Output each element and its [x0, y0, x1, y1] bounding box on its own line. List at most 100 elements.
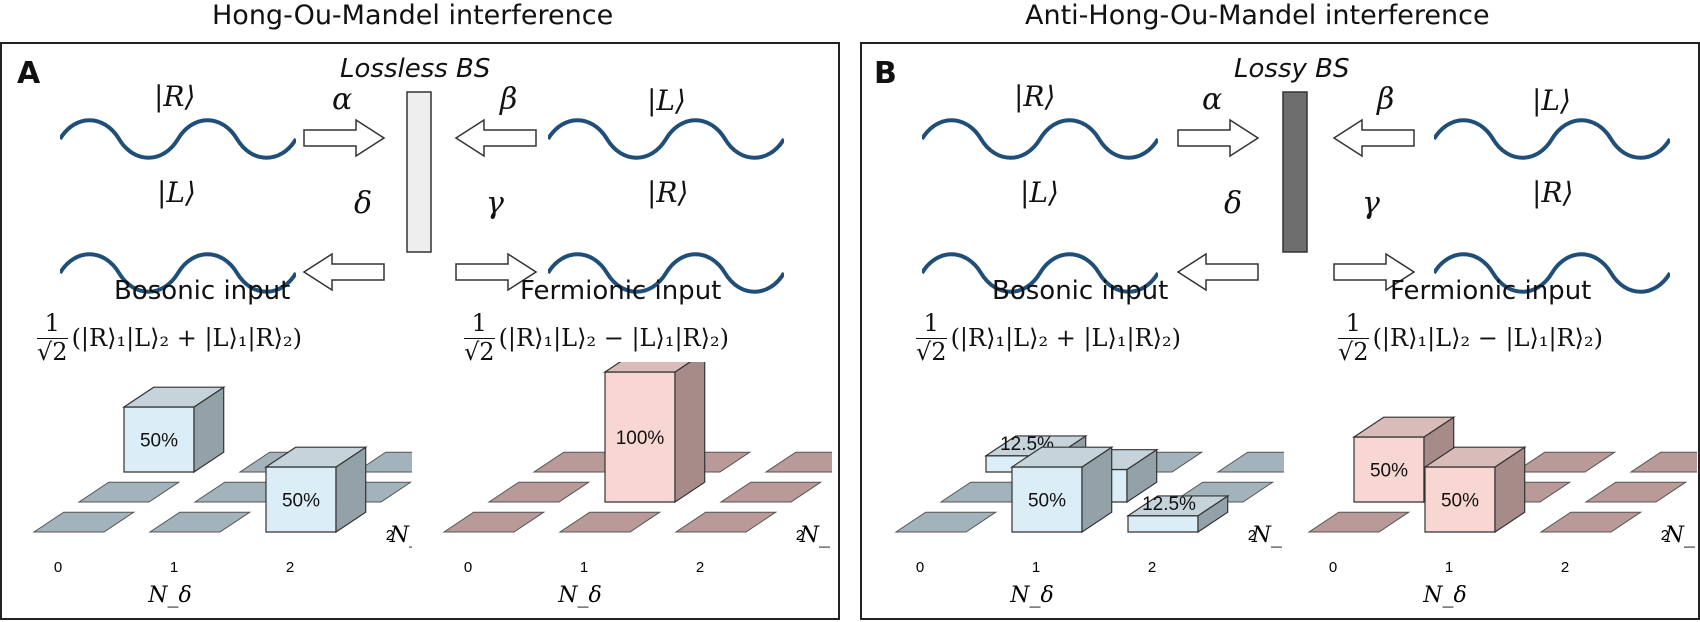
x-tick-label: 2	[1561, 559, 1569, 576]
bosonic-input-state: 1√2(|R⟩₁|L⟩₂ + |L⟩₁|R⟩₂)	[37, 309, 302, 366]
arrow-delta	[1176, 252, 1259, 292]
grid-tile	[719, 481, 823, 503]
x-tick-label: 0	[916, 559, 924, 576]
y-axis-label: N_γ	[389, 523, 412, 548]
y-axis-label: N_γ	[1251, 523, 1284, 548]
grid-tile	[148, 511, 252, 533]
grid-tile	[1307, 511, 1411, 533]
arrow-alpha	[1177, 118, 1260, 158]
label-beta: β	[500, 82, 518, 117]
x-tick-label: 1	[580, 559, 588, 576]
grid-tile	[354, 451, 412, 473]
arrow-gamma	[455, 252, 538, 292]
grid-tile	[1629, 451, 1697, 473]
panel-label: A	[17, 56, 41, 91]
grid-tile	[674, 511, 778, 533]
label-delta: δ	[1224, 186, 1243, 221]
fermionic-state-expr: (|R⟩₁|L⟩₂ − |L⟩₁|R⟩₂)	[1372, 324, 1603, 353]
bosonic-frac-num: 1	[37, 309, 68, 339]
y-axis-label: N_γ	[799, 523, 832, 548]
bosonic-frac-den: √2	[37, 337, 68, 366]
bosonic-state-expr: (|R⟩₁|L⟩₂ + |L⟩₁|R⟩₂)	[71, 324, 302, 353]
fermionic-state-expr: (|R⟩₁|L⟩₂ − |L⟩₁|R⟩₂)	[498, 324, 729, 353]
grid-tile	[77, 481, 181, 503]
ket-bottom-left: |L⟩	[1020, 176, 1059, 209]
arrow-alpha	[303, 118, 386, 158]
title-left: Hong-Ou-Mandel interference	[212, 0, 614, 31]
x-tick-label: 0	[1329, 559, 1337, 576]
bar-value-label: 50%	[140, 431, 178, 452]
arrow-delta	[302, 252, 385, 292]
bosonic-input-title: Bosonic input	[114, 276, 291, 306]
ket-top-left: |R⟩	[154, 80, 196, 113]
bar-value-label: 50%	[282, 491, 320, 512]
x-tick-label: 1	[1445, 559, 1453, 576]
bar-top	[122, 386, 226, 408]
fermionic-input-state: 1√2(|R⟩₁|L⟩₂ − |L⟩₁|R⟩₂)	[464, 309, 729, 366]
fermionic-frac-num: 1	[464, 309, 495, 339]
x-tick-label: 2	[286, 559, 294, 576]
label-delta: δ	[354, 186, 373, 221]
x-axis-label: N_δ	[1422, 583, 1467, 608]
wave-top-left	[922, 118, 1158, 160]
grid-tile	[32, 511, 136, 533]
x-axis-label: N_δ	[1009, 583, 1054, 608]
bar-top	[1126, 495, 1230, 517]
grid-tile	[764, 451, 832, 473]
x-axis-label: N_δ	[557, 583, 602, 608]
x-tick-label: 2	[696, 559, 704, 576]
wave-top-right	[548, 118, 784, 160]
grid-tile	[487, 481, 591, 503]
label-gamma: γ	[1362, 186, 1380, 221]
bosonic-input-state: 1√2(|R⟩₁|L⟩₂ + |L⟩₁|R⟩₂)	[916, 309, 1181, 366]
bar-value-label: 12.5%	[1142, 494, 1196, 515]
y-tick-label: 2	[386, 527, 394, 544]
bar-value-label: 100%	[616, 428, 665, 449]
ket-bottom-right: |R⟩	[1532, 176, 1574, 209]
bar-value-label: 50%	[1441, 491, 1479, 512]
ket-top-right: |L⟩	[1532, 84, 1571, 117]
fermionic-input-state: 1√2(|R⟩₁|L⟩₂ − |L⟩₁|R⟩₂)	[1338, 309, 1603, 366]
y-tick-label: 2	[1248, 527, 1256, 544]
y-tick-label: 2	[796, 527, 804, 544]
bar-top	[1010, 446, 1114, 468]
fermionic-frac-num: 1	[1338, 309, 1369, 339]
bosonic-frac-num: 1	[916, 309, 947, 339]
ket-bottom-left: |L⟩	[157, 176, 196, 209]
beam-splitter-label: Lossy BS	[1234, 54, 1350, 84]
panel-b: B Lossy BS |R⟩ |L⟩ |L⟩ |R⟩ α β δ γ Boson…	[860, 42, 1700, 620]
bosonic-frac-den: √2	[916, 337, 947, 366]
bar-top	[1352, 416, 1456, 438]
wave-bottom-right	[548, 252, 784, 294]
panel-label: B	[874, 56, 897, 91]
arrow-beta	[454, 118, 537, 158]
bosonic-input-title: Bosonic input	[992, 276, 1169, 306]
label-beta: β	[1377, 82, 1395, 117]
y-axis-label: N_γ	[1664, 523, 1697, 548]
bar-top	[1423, 446, 1527, 468]
fermionic-frac-den: √2	[1338, 337, 1369, 366]
wave-top-right	[1434, 118, 1670, 160]
x-tick-label: 0	[464, 559, 472, 576]
wave-top-left	[60, 118, 296, 160]
beam-splitter	[406, 91, 432, 253]
ket-top-right: |L⟩	[647, 84, 686, 117]
x-tick-label: 1	[170, 559, 178, 576]
bar-front	[1127, 515, 1199, 533]
grid-tile	[442, 511, 546, 533]
y-tick-label: 2	[1661, 527, 1669, 544]
fermionic-input-title: Fermionic input	[520, 276, 722, 306]
bar-value-label: 50%	[1370, 461, 1408, 482]
title-right: Anti-Hong-Ou-Mandel interference	[1025, 0, 1490, 31]
wave-bottom-left	[60, 252, 296, 294]
label-alpha: α	[1202, 82, 1223, 117]
x-tick-label: 0	[54, 559, 62, 576]
wave-bottom-right	[1434, 252, 1670, 294]
bar-side	[674, 362, 706, 504]
x-axis-label: N_δ	[147, 583, 192, 608]
grid-tile	[558, 511, 662, 533]
bar-top	[603, 362, 692, 373]
x-tick-label: 1	[1032, 559, 1040, 576]
